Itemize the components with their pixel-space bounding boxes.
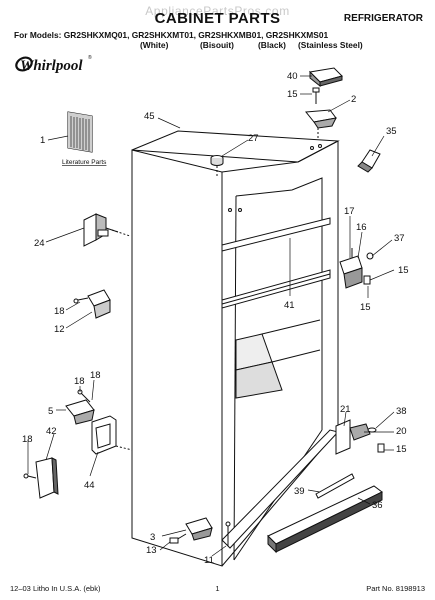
callout-36: 36: [372, 500, 383, 511]
finish-white: (White): [140, 40, 169, 50]
callout-15-right-mid: 15: [360, 302, 371, 313]
callout-16: 16: [356, 222, 367, 233]
part-35-bracket: [357, 149, 381, 173]
callout-27: 27: [248, 133, 259, 144]
callout-38: 38: [396, 406, 407, 417]
callout-35: 35: [386, 126, 397, 137]
callout-17: 17: [344, 206, 355, 217]
part-40-hinge-cover: [308, 67, 343, 88]
footer-litho: 12–03 Litho In U.S.A. (ebk): [10, 584, 101, 593]
callout-18-mid-right: 18: [90, 370, 101, 381]
watermark-text: AppliancePartsPros.com: [145, 4, 290, 18]
footer-part-number: Part No. 8198913: [366, 584, 425, 593]
callout-13: 13: [146, 545, 157, 556]
callout-15-top: 15: [287, 89, 298, 100]
literature-parts-icon: [67, 111, 93, 153]
callout-40: 40: [287, 71, 298, 82]
callout-5: 5: [48, 406, 53, 417]
appliance-type: REFRIGERATOR: [343, 13, 423, 24]
callout-37: 37: [394, 233, 405, 244]
callout-18-upper: 18: [54, 306, 65, 317]
callout-2: 2: [351, 94, 356, 105]
callout-20: 20: [396, 426, 407, 437]
finish-bisque: (Bisouit): [200, 40, 234, 50]
part-3-leveling-leg: [169, 517, 231, 546]
callout-39: 39: [294, 486, 305, 497]
part-27-plug: [210, 155, 224, 178]
page-title: CABINET PARTS: [154, 10, 281, 27]
literature-parts-label: Literature Parts: [62, 159, 107, 166]
svg-text:Whirlpool: Whirlpool: [20, 58, 83, 74]
part-2-top-hinge: [305, 87, 337, 140]
callout-1: 1: [40, 135, 45, 146]
part-16-center-hinge-right: [339, 248, 374, 289]
part-36-toe-grille: [267, 485, 383, 554]
callout-44: 44: [84, 480, 95, 491]
part-39-strip: [315, 473, 355, 499]
svg-text:®: ®: [88, 54, 92, 61]
callout-15-right-upper: 15: [398, 265, 409, 276]
part-20-bottom-hinge-right: [335, 419, 385, 455]
callout-15-right-lower: 15: [396, 444, 407, 455]
part-44-guard: [91, 415, 133, 455]
part-5-bottom-hinge: [65, 389, 95, 425]
callout-18-mid-left: 18: [74, 376, 85, 387]
part-12-center-hinge: [73, 289, 111, 319]
finish-stainless: (Stainless Steel): [298, 40, 363, 50]
callout-12: 12: [54, 324, 65, 335]
callout-24: 24: [34, 238, 45, 249]
callout-3: 3: [150, 532, 155, 543]
callout-41: 41: [284, 300, 295, 311]
callout-11: 11: [204, 555, 214, 566]
cabinet-shell: [131, 130, 340, 567]
callout-21: 21: [340, 404, 351, 415]
whirlpool-logo: Whirlpool ®: [15, 54, 92, 74]
part-42-cover: [23, 457, 59, 499]
callout-42: 42: [46, 426, 57, 437]
callout-18-lower: 18: [22, 434, 33, 445]
model-list: For Models: GR2SHKXMQ01, GR2SHKXMT01, GR…: [14, 30, 329, 40]
finish-black: (Black): [258, 40, 286, 50]
callout-45: 45: [144, 111, 155, 122]
part-24-bracket: [83, 213, 131, 247]
footer-page-number: 1: [215, 584, 220, 593]
